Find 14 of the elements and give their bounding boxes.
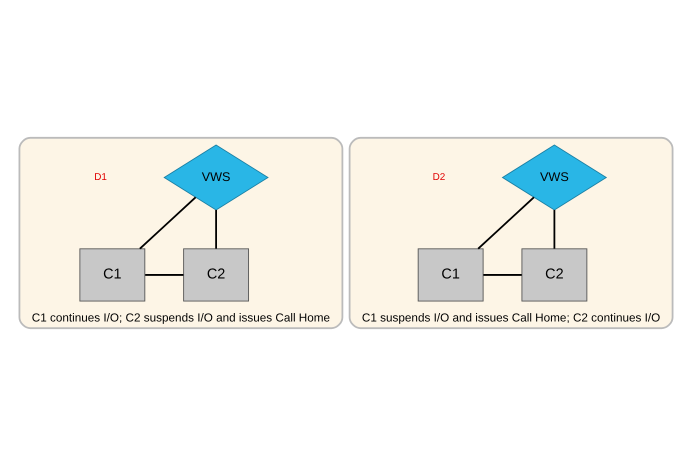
node-box: C2	[183, 248, 250, 302]
node-diamond: VWS	[163, 144, 269, 210]
node-diamond: VWS	[502, 144, 608, 210]
connector	[483, 274, 522, 276]
connector	[215, 210, 217, 248]
node-box: C1	[418, 248, 484, 302]
connector	[139, 196, 196, 249]
connector	[145, 274, 184, 276]
node-text: D2	[432, 172, 446, 183]
node-text: D1	[94, 172, 107, 183]
connector	[478, 196, 534, 249]
node-box: C2	[521, 248, 588, 302]
node-box: C1	[79, 248, 146, 302]
connector	[553, 210, 556, 248]
